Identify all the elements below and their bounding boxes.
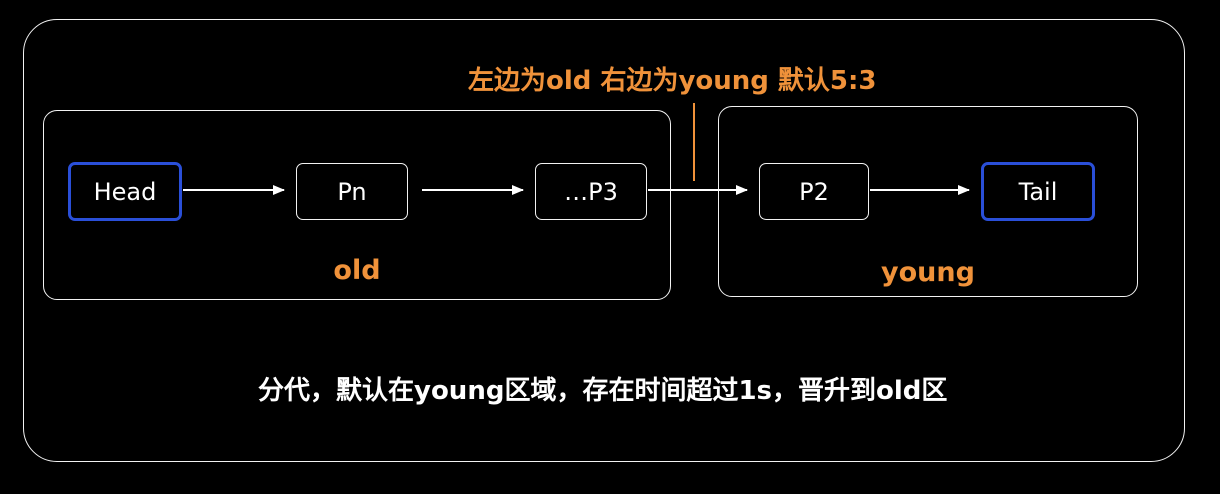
pn-node: Pn bbox=[296, 163, 408, 220]
tail-node: Tail bbox=[981, 162, 1095, 221]
p2-node: P2 bbox=[759, 163, 869, 220]
p3-node: …P3 bbox=[535, 163, 647, 220]
caption: 分代，默认在young区域，存在时间超过1s，晋升到old区 bbox=[258, 376, 948, 406]
young-region-label: young bbox=[881, 257, 975, 288]
head-node: Head bbox=[68, 162, 182, 221]
outer-frame bbox=[23, 19, 1185, 462]
split-ratio-label: 左边为old 右边为young 默认5:3 bbox=[468, 66, 877, 96]
old-region: old bbox=[43, 110, 671, 300]
old-region-label: old bbox=[333, 255, 381, 286]
young-region: young bbox=[718, 106, 1138, 297]
